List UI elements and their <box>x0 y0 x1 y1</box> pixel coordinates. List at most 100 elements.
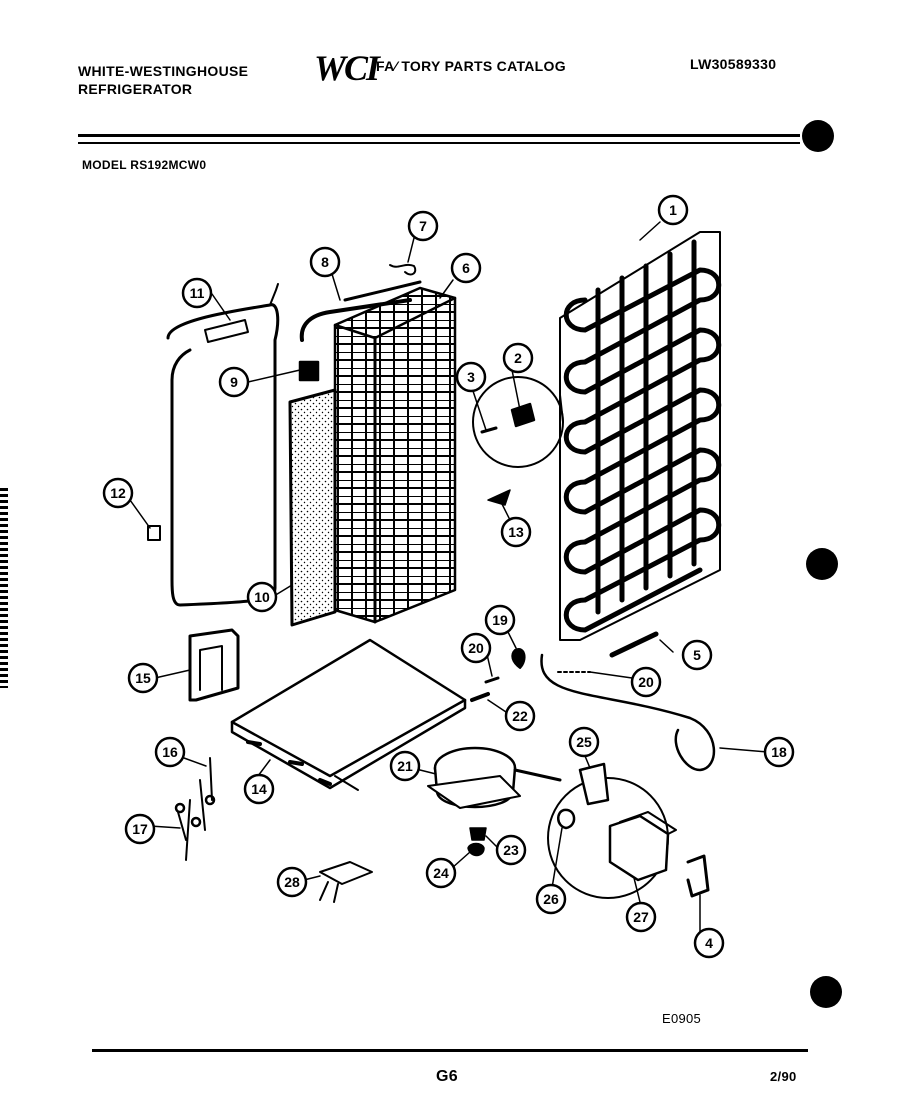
callout-26 <box>535 883 567 915</box>
callout-12 <box>102 477 134 509</box>
thermistor <box>609 631 659 658</box>
clamp <box>487 489 511 506</box>
callout-label: 6 <box>462 260 470 276</box>
screw-left <box>484 676 500 684</box>
binder-hole-middle <box>806 548 838 580</box>
callout-label: 2 <box>514 350 522 366</box>
header-rule-bottom <box>78 142 800 144</box>
callout-label: 23 <box>503 842 519 858</box>
callout-22 <box>504 700 536 732</box>
callout-label: 18 <box>771 744 787 760</box>
diagram-code: E0905 <box>662 1011 702 1026</box>
callout-16 <box>154 736 186 768</box>
callout-label: 15 <box>135 670 151 686</box>
callout-5 <box>681 639 713 671</box>
callout-2 <box>502 342 534 374</box>
power-cord <box>540 653 716 772</box>
header-rule-top <box>78 134 800 137</box>
callout-6 <box>450 252 482 284</box>
callout-19 <box>484 604 516 636</box>
callout-label: 19 <box>492 612 508 628</box>
binder-hole-bottom <box>810 976 842 1008</box>
callout-label: 4 <box>705 935 713 951</box>
callout-17 <box>124 813 156 845</box>
callout-label: 20 <box>468 640 484 656</box>
overload <box>557 808 576 830</box>
channel-bracket <box>188 628 240 702</box>
callout-label: 7 <box>419 218 427 234</box>
evaporator-pad <box>288 388 337 627</box>
callout-label: 25 <box>576 734 592 750</box>
callout-25 <box>568 726 600 758</box>
binder-hole-top <box>802 120 834 152</box>
callout-label: 5 <box>693 647 701 663</box>
callout-27 <box>625 901 657 933</box>
callout-9 <box>218 366 250 398</box>
drain-tube <box>299 298 412 342</box>
callout-label: 20 <box>638 674 654 690</box>
condenser-coil <box>559 231 722 641</box>
capacitor <box>608 814 670 882</box>
callout-label: 26 <box>543 891 559 907</box>
callout-20-right <box>630 666 662 698</box>
callout-1 <box>657 194 689 226</box>
callout-8 <box>309 246 341 278</box>
footer-rule <box>92 1049 808 1052</box>
compressor <box>427 746 562 809</box>
catalog-number: LW30589330 <box>690 56 777 72</box>
washer <box>470 692 490 702</box>
callout-label: 24 <box>433 865 449 881</box>
bracket <box>298 360 320 382</box>
callout-label: 9 <box>230 374 238 390</box>
callout-label: 28 <box>284 874 300 890</box>
callout-10 <box>246 581 278 613</box>
callout-14 <box>243 773 275 805</box>
catalog-title: FA⁄ TORY PARTS CATALOG <box>376 58 566 74</box>
mount-washer <box>467 842 485 857</box>
callout-11 <box>181 277 213 309</box>
callout-label: 17 <box>132 821 148 837</box>
callout-20-left <box>460 632 492 664</box>
grommet <box>511 648 526 669</box>
wire-harness <box>177 757 213 861</box>
callout-label: 11 <box>190 285 205 301</box>
callout-7 <box>407 210 439 242</box>
wci-logo: WCI <box>314 48 380 88</box>
clip <box>389 263 417 276</box>
callout-label: 22 <box>512 708 528 724</box>
heater-wire <box>166 303 280 607</box>
page-number: G6 <box>436 1068 458 1085</box>
evaporator-coil <box>333 280 457 624</box>
scan-edge-marks <box>0 488 8 688</box>
callout-label: 13 <box>508 524 524 540</box>
callout-label: 1 <box>669 202 677 218</box>
callout-label: 10 <box>254 589 270 605</box>
base-pan <box>230 638 467 791</box>
callout-label: 16 <box>162 744 178 760</box>
callout-13 <box>500 516 532 548</box>
brand-name: WHITE-WESTINGHOUSE <box>78 63 249 79</box>
product-type: REFRIGERATOR <box>78 81 193 97</box>
callout-15 <box>127 662 159 694</box>
callout-4 <box>693 927 725 959</box>
strap <box>319 861 373 885</box>
callout-21 <box>389 750 421 782</box>
callout-label: 27 <box>633 909 649 925</box>
mount-grommet <box>469 827 487 841</box>
callout-28 <box>276 866 308 898</box>
callout-3 <box>455 361 487 393</box>
callout-label: 21 <box>397 758 413 774</box>
fastener <box>147 525 161 541</box>
callout-label: 12 <box>110 485 126 501</box>
callout-label: 3 <box>467 369 475 385</box>
model-number: MODEL RS192MCW0 <box>82 158 207 172</box>
callout-18 <box>763 736 795 768</box>
cover-bracket <box>686 854 710 898</box>
callout-23 <box>495 834 527 866</box>
callout-label: 14 <box>251 781 267 797</box>
callout-24 <box>425 857 457 889</box>
relay <box>578 762 610 806</box>
revision-date: 2/90 <box>770 1069 797 1084</box>
callout-label: 8 <box>321 254 329 270</box>
